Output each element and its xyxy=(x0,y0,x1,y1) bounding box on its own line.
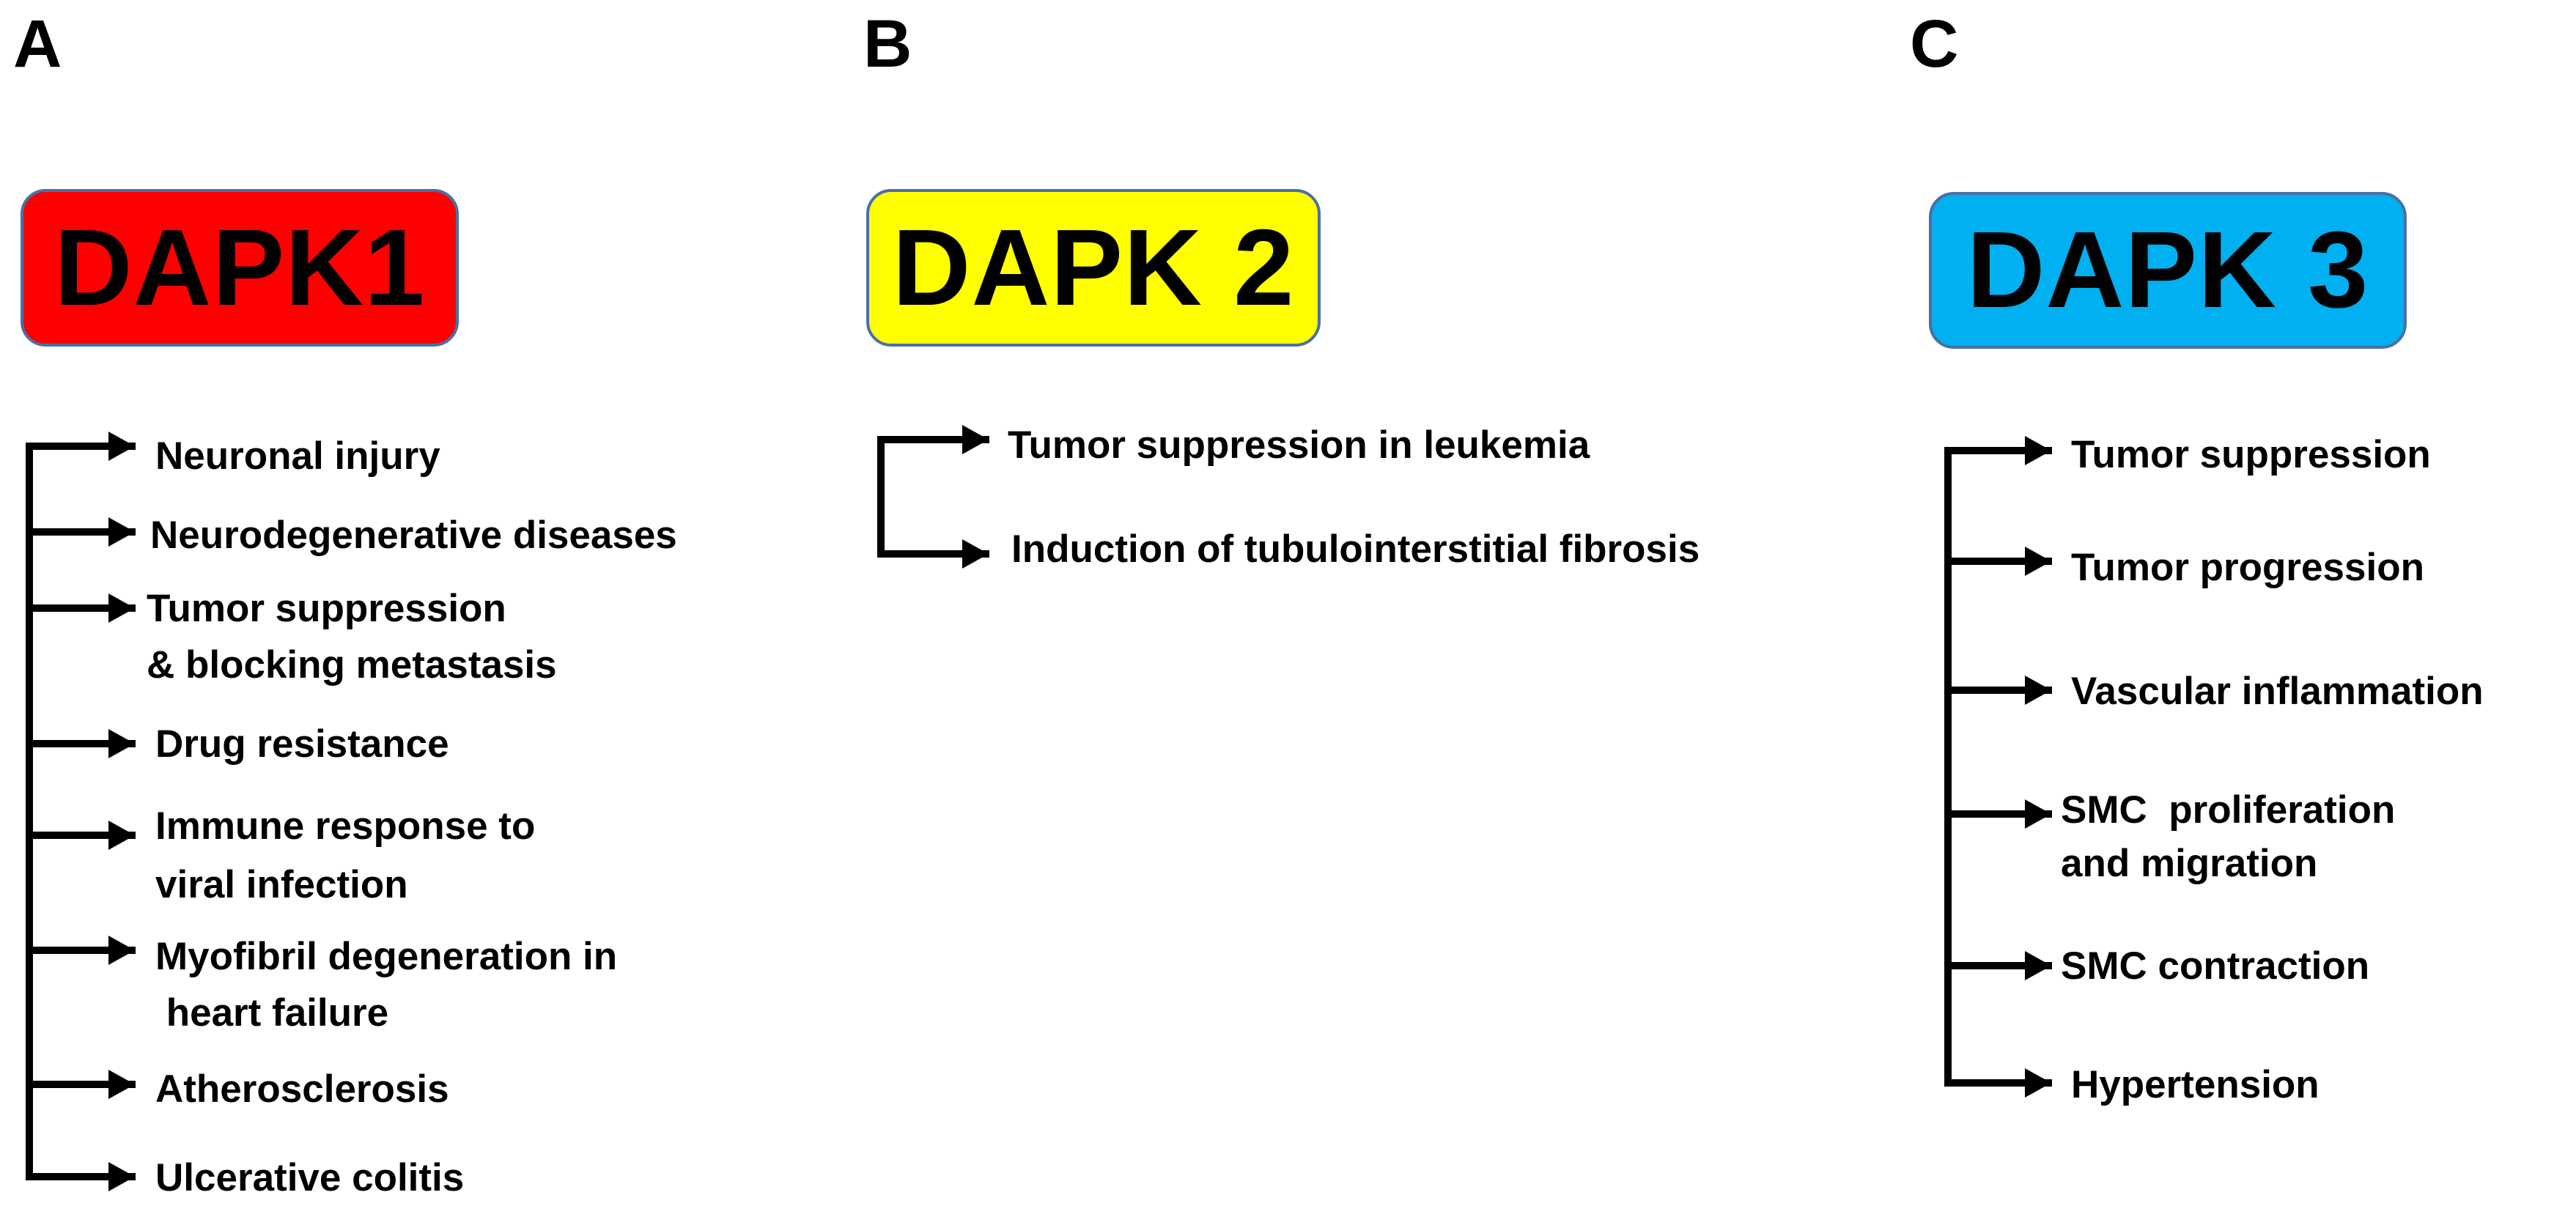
panel-a-item-4: Drug resistance xyxy=(155,722,449,766)
panel-c-item-5: SMC contraction xyxy=(2061,944,2370,988)
panel-a-item-6-line-1: Myofibril degeneration in xyxy=(155,935,618,978)
panel-a-item-5-line-1: Immune response to xyxy=(155,804,536,848)
dapk1-title-box: DAPK1 xyxy=(21,189,459,347)
panel-c-item-6: Hypertension xyxy=(2071,1063,2319,1106)
panel-c-item-1: Tumor suppression xyxy=(2071,433,2431,476)
dapk2-title: DAPK 2 xyxy=(892,207,1295,328)
panel-label-b: B xyxy=(863,7,912,81)
panel-a-item-5-line-2: viral infection xyxy=(155,863,408,906)
panel-a-item-2: Neurodegenerative diseases xyxy=(150,514,677,557)
panel-label-a: A xyxy=(13,7,62,81)
panel-a-item-7: Atherosclerosis xyxy=(155,1068,449,1111)
dapk2-title-box: DAPK 2 xyxy=(866,189,1321,347)
dapk3-title-box: DAPK 3 xyxy=(1929,192,2407,349)
panel-a-item-3-line-1: Tumor suppression xyxy=(147,587,506,630)
panel-a-item-1: Neuronal injury xyxy=(155,434,440,478)
panel-c-item-2: Tumor progression xyxy=(2071,546,2424,589)
panel-b-item-2: Induction of tubulointerstitial fibrosis xyxy=(1011,528,1700,571)
panel-a-item-8: Ulcerative colitis xyxy=(155,1156,465,1199)
panel-c-item-3: Vascular inflammation xyxy=(2071,670,2484,713)
panel-b-item-1: Tumor suppression in leukemia xyxy=(1008,423,1590,467)
panel-a-item-6-line-2: heart failure xyxy=(155,991,389,1035)
panel-label-c: C xyxy=(1910,7,1959,81)
dapk3-title: DAPK 3 xyxy=(1966,210,2369,330)
panel-a-item-3-line-2: & blocking metastasis xyxy=(147,643,557,687)
panel-c-item-4-line-2: and migration xyxy=(2061,842,2318,885)
dapk1-title: DAPK1 xyxy=(53,207,426,328)
panel-c-item-4-line-1: SMC proliferation xyxy=(2061,788,2396,832)
